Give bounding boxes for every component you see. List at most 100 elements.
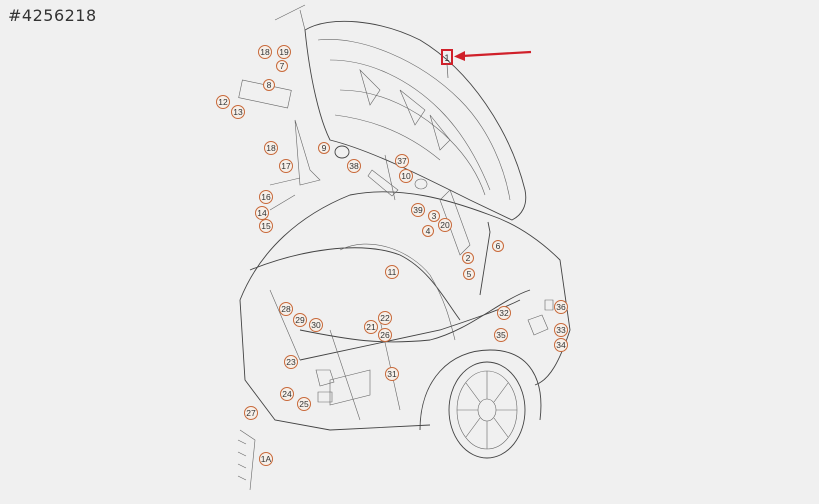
callout-label: 33	[556, 325, 566, 335]
callout-circle	[364, 320, 378, 334]
callout-circle	[276, 60, 288, 72]
callout-label: 8	[267, 80, 272, 90]
callout-circle	[554, 323, 568, 337]
callout-circle	[255, 206, 269, 220]
callout-part-21[interactable]: 21	[364, 320, 378, 334]
callout-circle	[277, 45, 291, 59]
callout-label: 12	[218, 97, 228, 107]
callout-part-5[interactable]: 5	[463, 268, 475, 280]
callout-part-14[interactable]: 14	[255, 206, 269, 220]
callout-circle	[263, 79, 275, 91]
callout-circle	[284, 355, 298, 369]
callout-label: 16	[261, 192, 271, 202]
callout-part-24[interactable]: 24	[280, 387, 294, 401]
callout-circle	[463, 268, 475, 280]
callout-label: 26	[380, 330, 390, 340]
callout-circle	[318, 142, 330, 154]
callout-part-31[interactable]: 31	[385, 367, 399, 381]
callout-part-11[interactable]: 11	[385, 265, 399, 279]
callout-circle	[428, 210, 440, 222]
callout-part-18[interactable]: 18	[264, 141, 278, 155]
callout-circle	[494, 328, 508, 342]
callout-part-1A[interactable]: 1A	[259, 452, 273, 466]
callout-part-37[interactable]: 37	[395, 154, 409, 168]
callout-part-19[interactable]: 19	[277, 45, 291, 59]
part-reference-number: #4256218	[8, 6, 97, 25]
wheel-illustration	[448, 361, 526, 459]
callout-part-18[interactable]: 18	[258, 45, 272, 59]
callout-part-9[interactable]: 9	[318, 142, 330, 154]
callout-circle	[216, 95, 230, 109]
callout-part-30[interactable]: 30	[309, 318, 323, 332]
callout-part-2[interactable]: 2	[462, 252, 474, 264]
callout-part-6[interactable]: 6	[492, 240, 504, 252]
callout-label: 31	[387, 369, 397, 379]
callout-circle	[347, 159, 361, 173]
callout-part-4[interactable]: 4	[422, 225, 434, 237]
callout-circle	[554, 338, 568, 352]
callout-circle	[293, 313, 307, 327]
callout-part-15[interactable]: 15	[259, 219, 273, 233]
callout-circle	[280, 387, 294, 401]
callout-part-32[interactable]: 32	[497, 306, 511, 320]
callout-part-28[interactable]: 28	[279, 302, 293, 316]
parts-illustration	[237, 4, 554, 491]
callout-label: 25	[299, 399, 309, 409]
callout-part-23[interactable]: 23	[284, 355, 298, 369]
callout-part-12[interactable]: 12	[216, 95, 230, 109]
callout-part-25[interactable]: 25	[297, 397, 311, 411]
callout-circle	[378, 328, 392, 342]
callout-label: 36	[556, 302, 566, 312]
callout-part-33[interactable]: 33	[554, 323, 568, 337]
highlighted-part-marker[interactable]: 1	[441, 49, 453, 79]
callout-label: 10	[401, 171, 411, 181]
callout-circle	[385, 367, 399, 381]
callout-label: 6	[496, 241, 501, 251]
callout-label: 18	[260, 47, 270, 57]
callout-circle	[399, 169, 413, 183]
callout-label: 30	[311, 320, 321, 330]
callout-part-29[interactable]: 29	[293, 313, 307, 327]
callout-label: 19	[279, 47, 289, 57]
callout-label: 3	[432, 211, 437, 221]
callout-part-34[interactable]: 34	[554, 338, 568, 352]
callout-label: 34	[556, 340, 566, 350]
callout-label: 28	[281, 304, 291, 314]
pointer-arrow	[454, 50, 532, 61]
callout-part-8[interactable]: 8	[263, 79, 275, 91]
callout-part-36[interactable]: 36	[554, 300, 568, 314]
callout-label: 18	[266, 143, 276, 153]
callout-label: 5	[467, 269, 472, 279]
callout-circle	[497, 306, 511, 320]
callout-label: 35	[496, 330, 506, 340]
callout-part-27[interactable]: 27	[244, 406, 258, 420]
callout-label: 7	[280, 61, 285, 71]
callout-circle	[279, 159, 293, 173]
callout-circle	[462, 252, 474, 264]
callout-part-39[interactable]: 39	[411, 203, 425, 217]
callout-label: 37	[397, 156, 407, 166]
callout-part-35[interactable]: 35	[494, 328, 508, 342]
callout-circle	[231, 105, 245, 119]
callout-circle	[378, 311, 392, 325]
callout-part-26[interactable]: 26	[378, 328, 392, 342]
callout-label: 39	[413, 205, 423, 215]
callout-part-10[interactable]: 10	[399, 169, 413, 183]
callout-part-22[interactable]: 22	[378, 311, 392, 325]
callout-label: 4	[426, 226, 431, 236]
callout-circle	[385, 265, 399, 279]
callout-part-3[interactable]: 3	[428, 210, 440, 222]
callout-circle	[438, 218, 452, 232]
callout-part-38[interactable]: 38	[347, 159, 361, 173]
callout-circle	[258, 45, 272, 59]
callout-label: 38	[349, 161, 359, 171]
callout-circle	[297, 397, 311, 411]
callout-label: 22	[380, 313, 390, 323]
callout-part-16[interactable]: 16	[259, 190, 273, 204]
callout-part-7[interactable]: 7	[276, 60, 288, 72]
callout-part-20[interactable]: 20	[438, 218, 452, 232]
callout-part-17[interactable]: 17	[279, 159, 293, 173]
callout-part-13[interactable]: 13	[231, 105, 245, 119]
callout-circle	[279, 302, 293, 316]
